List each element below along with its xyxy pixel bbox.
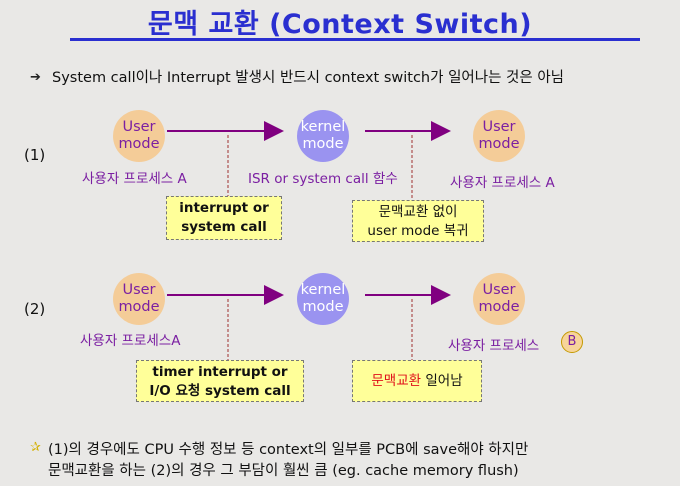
case-2-switch-note-highlight: 문맥교환 [371,373,422,389]
case-2-user-mode-right: User mode [473,273,525,325]
case-1-kernel-mode-text: kernel mode [300,119,346,152]
case-1-return-note-line2: user mode 복귀 [367,223,469,239]
intro-text: System call이나 Interrupt 발생시 반드시 context … [52,70,565,86]
case-2-switch-note: 문맥교환 일어남 [352,360,482,402]
case-2-trigger-note-line1: timer interrupt or [152,364,288,380]
case-2-user-right-caption: 사용자 프로세스 [448,338,540,354]
case-2-trigger-note-line2: I/O 요청 system call [149,383,291,399]
case-2-label: (2) [24,300,46,318]
case-1-user-mode-left-text: User mode [118,119,160,152]
case-1-user-mode-right: User mode [473,110,525,162]
case-1-user-mode-left: User mode [113,110,165,162]
footnote-line-2: 문맥교환을 하는 (2)의 경우 그 부담이 훨씬 큼 (eg. cache m… [48,463,519,479]
case-1-trigger-note-line2: system call [181,219,267,235]
case-2-switch-note-rest: 일어남 [421,373,463,389]
footnote-line-1: (1)의 경우에도 CPU 수행 정보 등 context의 일부를 PCB에 … [48,442,529,458]
case-1-label: (1) [24,146,46,164]
arrow-bullet-icon: ➔ [30,70,41,85]
process-b-badge: B [561,331,583,353]
case-1-trigger-note: interrupt or system call [166,196,282,240]
title-underline [70,38,640,41]
case-2-user-mode-left-text: User mode [118,282,160,315]
case-1-return-note-line1: 문맥교환 없이 [378,204,458,220]
case-1-return-note: 문맥교환 없이 user mode 복귀 [352,200,484,242]
case-2-user-left-caption: 사용자 프로세스A [80,333,181,349]
case-2-user-mode-left: User mode [113,273,165,325]
case-2-trigger-note: timer interrupt or I/O 요청 system call [136,360,304,402]
case-1-user-left-caption: 사용자 프로세스 A [82,171,187,187]
star-icon: ✰ [30,440,41,455]
case-2-kernel-mode: kernel mode [297,273,349,325]
case-1-user-right-caption: 사용자 프로세스 A [450,175,555,191]
case-1-kernel-mode: kernel mode [297,110,349,162]
case-1-trigger-note-line1: interrupt or [179,200,269,216]
case-2-kernel-mode-text: kernel mode [300,282,346,315]
case-1-user-mode-right-text: User mode [478,119,520,152]
page-title: 문맥 교환 (Context Switch) [147,9,533,40]
case-2-user-mode-right-text: User mode [478,282,520,315]
case-1-kernel-caption: ISR or system call 함수 [248,171,398,187]
